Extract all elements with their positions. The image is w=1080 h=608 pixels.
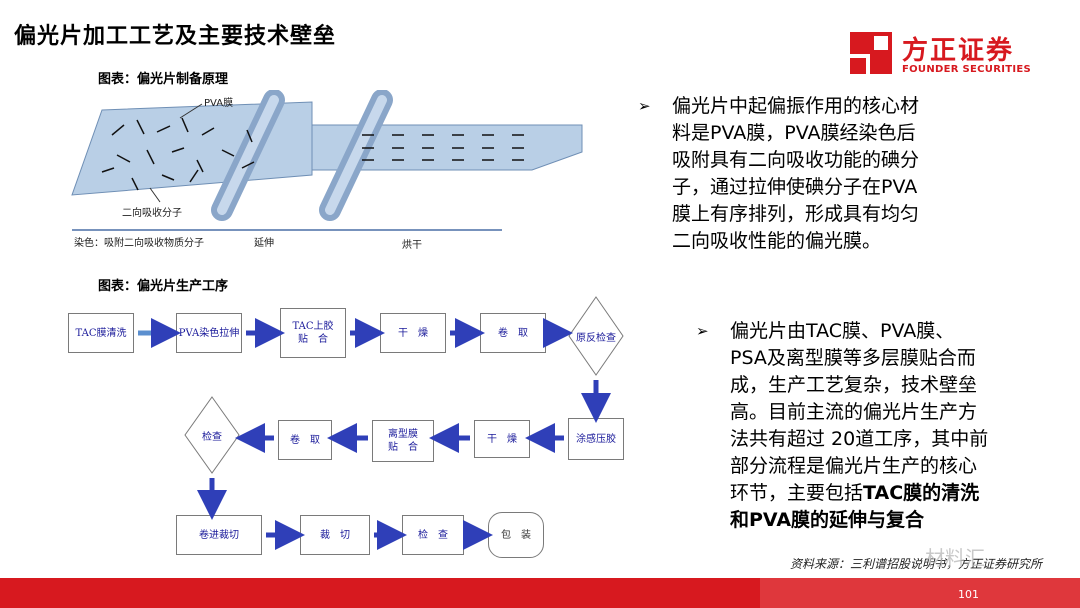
step-reel-1: 卷 取 [480,313,546,353]
footer-bar [0,578,1080,608]
bullet-production-process: ➢ 偏光片由TAC膜、PVA膜、 PSA及离型膜等多层膜贴合而 成，生产工艺复杂… [696,318,1026,531]
bullet-2-bold: TAC膜的清洗 [863,482,980,504]
step-dry-2: 干 燥 [474,420,530,458]
bullet-1-line: 膜上有序排列，形成具有均匀 [672,203,920,225]
bullet-2-bold: 和PVA膜的延伸与复合 [730,509,925,531]
bullet-2-line: 高。目前主流的偏光片生产方 [730,401,978,423]
roller-left [211,90,285,221]
decision-inspection-label: 检查 [202,431,222,443]
bullet-2-line-start: 环节，主要包括 [730,482,864,504]
slide-title: 偏光片加工工艺及主要技术壁垒 [14,24,337,49]
step-cut: 裁 切 [300,515,370,555]
bullet-1-line: 料是PVA膜，PVA膜经染色后 [672,122,916,144]
logo-name-cn: 方正证券 [902,36,1015,66]
bullet-2-line: PSA及离型膜等多层膜贴合而 [730,347,976,369]
bullet-2-line: 成，生产工艺复杂，技术壁垒 [730,374,978,396]
bullet-1-line: 二向吸收性能的偏光膜。 [672,230,882,252]
bullet-1-line: 偏光片中起偏振作用的核心材 [672,95,920,117]
step-dry-1: 干 燥 [380,313,446,353]
stage-dry-label: 烘干 [402,239,422,251]
label-iodine-molecule: 二向吸收分子 [122,206,182,219]
step-check: 检 查 [402,515,464,555]
figure2-caption: 图表：偏光片生产工序 [98,279,229,294]
stage-dye-label: 染色：吸附二向吸收物质分子 [74,236,204,249]
decision-raw-inspection-label: 原反检查 [576,332,616,344]
figure1-caption: 图表：偏光片制备原理 [98,72,229,87]
step-tac-wash: TAC膜清洗 [68,313,134,353]
decision-inspection: 检查 [184,396,240,474]
random-iodine-molecules [101,117,255,191]
step-pva-dye-stretch: PVA染色拉伸 [176,313,242,353]
founder-logo-icon [850,32,892,74]
watermark: 材料汇 [925,546,985,570]
decision-raw-inspection: 原反检查 [568,296,624,376]
bullet-arrow-icon: ➢ [696,322,709,340]
stage-stretch-label: 延伸 [254,237,274,249]
logo-name-en: FOUNDER SECURITIES [902,64,1032,75]
bullet-pva-principle: ➢ 偏光片中起偏振作用的核心材 料是PVA膜，PVA膜经染色后 吸附具有二向吸收… [638,93,998,263]
bullet-2-line: 部分流程是偏光片生产的核心 [730,455,978,477]
aligned-iodine-molecules [362,134,524,161]
bullet-2-text: 偏光片由TAC膜、PVA膜、 PSA及离型膜等多层膜贴合而 成，生产工艺复杂，技… [730,318,988,534]
bullet-2-line: 偏光片由TAC膜、PVA膜、 [730,320,955,342]
step-psa-coat: 涂感压胶 [568,418,624,460]
step-reel-cut: 卷进裁切 [176,515,262,555]
bullet-2-line: 法共有超过 20道工序，其中前 [730,428,989,450]
bullet-arrow-icon: ➢ [638,97,651,115]
label-pva-film: PVA膜 [204,97,233,109]
founder-securities-logo: 方正证券 FOUNDER SECURITIES [848,30,1032,78]
bullet-1-line: 子，通过拉伸使碘分子在PVA [672,176,918,198]
bullet-1-line: 吸附具有二向吸收功能的碘分 [672,149,920,171]
roller-right [319,90,393,221]
bullet-2-line: 环节，主要包括TAC膜的清洗 [730,480,988,507]
source-note: 资料来源：三利谱招股说明书，方正证券研究所 [789,557,1042,571]
step-release-film-laminate: 离型膜 贴 合 [372,420,434,462]
step-reel-2: 卷 取 [278,420,332,460]
polarizer-principle-diagram: PVA膜 二向吸收分子 染色：吸附二向吸收物质分子 延伸 烘干 [71,90,583,251]
step-tac-glue-laminate: TAC上胶 贴 合 [280,308,346,358]
bullet-1-text: 偏光片中起偏振作用的核心材 料是PVA膜，PVA膜经染色后 吸附具有二向吸收功能… [672,93,919,255]
bullet-2-line: 和PVA膜的延伸与复合 [730,507,988,534]
page-number: 101 [958,588,979,601]
